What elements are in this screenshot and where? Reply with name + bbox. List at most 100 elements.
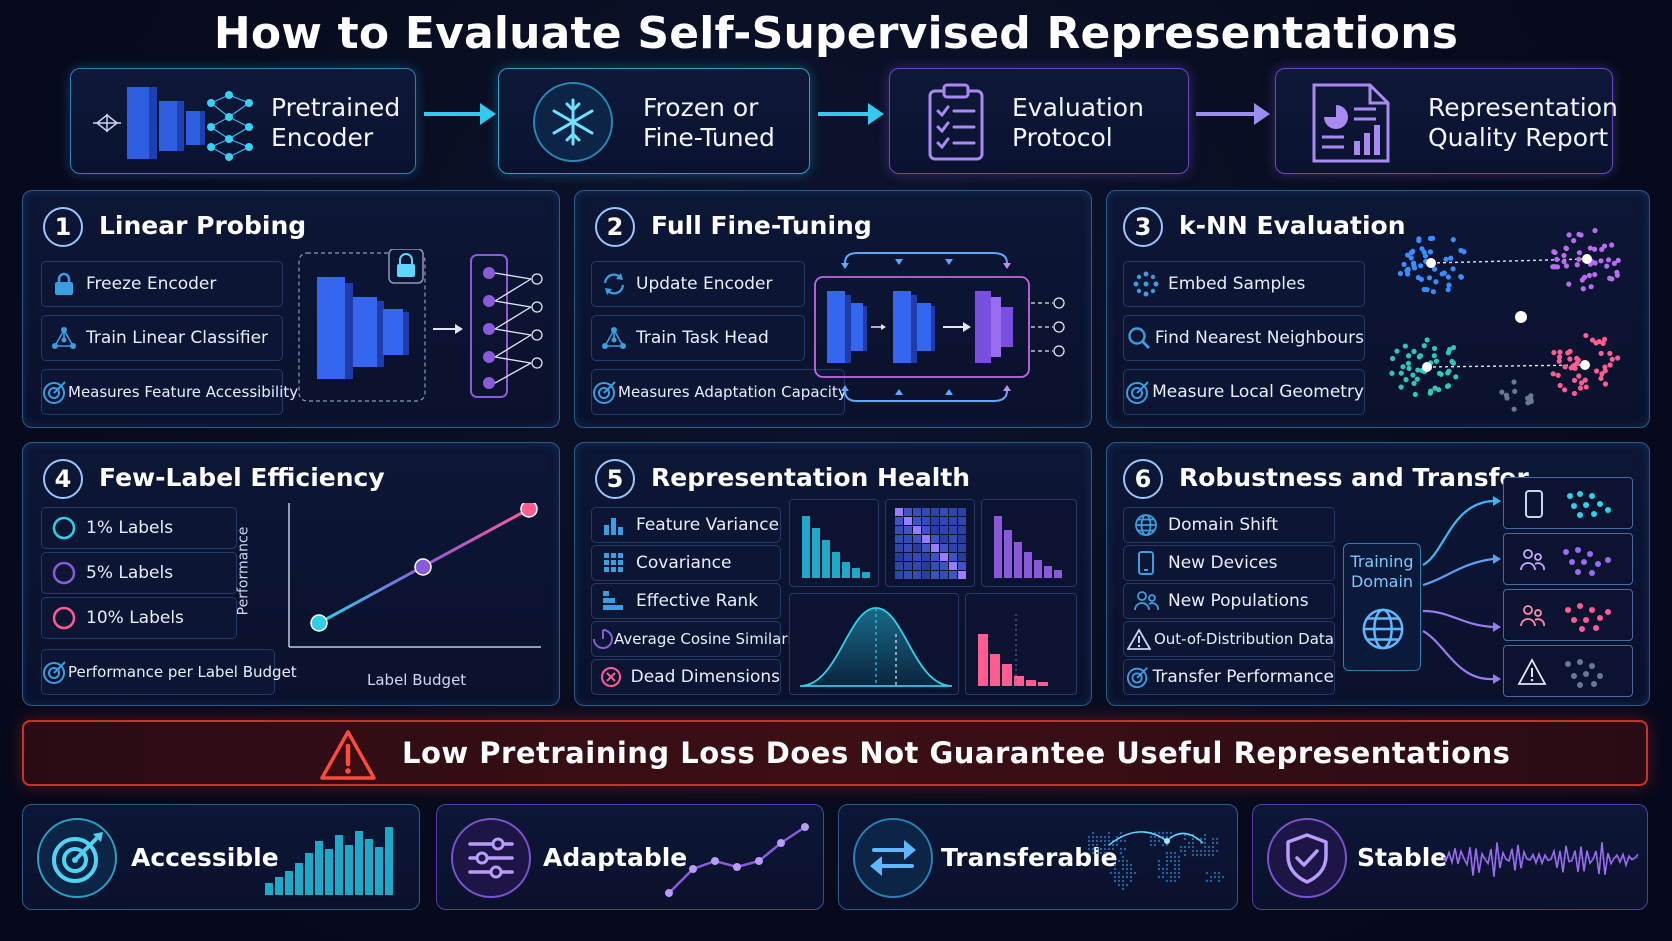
warning-text: Low Pretraining Loss Does Not Guarantee … [402, 736, 1511, 770]
target-icon [1126, 381, 1149, 404]
item-ood-data: Out-of-Distribution Data [1123, 621, 1335, 657]
dots-cluster-icon [1133, 271, 1159, 297]
target-icon [1127, 667, 1149, 689]
item-10pct-labels: 10% Labels [41, 597, 237, 639]
property-transferable: Transferable [838, 804, 1238, 910]
users-icon [1520, 605, 1545, 627]
ring-icon [52, 516, 76, 540]
dead-dimensions-tile [965, 593, 1077, 695]
grid-icon [604, 553, 623, 572]
item-domain-shift: Domain Shift [1123, 507, 1335, 543]
panel-title: Robustness and Transfer [1179, 463, 1529, 492]
rank-histogram-tile [981, 499, 1077, 587]
step-number: 1 [43, 207, 83, 247]
finetune-diagram [814, 252, 1065, 402]
step-number: 2 [595, 207, 635, 247]
item-feature-variance: Feature Variance [591, 507, 781, 543]
step-number: 4 [43, 459, 83, 499]
item-find-nearest-neighbours: Find Nearest Neighbours [1123, 315, 1365, 361]
cosine-bell-curve [799, 607, 953, 687]
variance-histogram-tile [789, 499, 879, 587]
panel-knn: 3 k-NN Evaluation Embed Samples Find Nea… [1106, 190, 1650, 428]
encoder-icon [93, 87, 253, 161]
item-dead-dimensions: Dead Dimensions [591, 659, 781, 695]
step-number: 3 [1123, 207, 1163, 247]
item-new-devices: New Devices [1123, 545, 1335, 581]
data-point-5pct [414, 558, 432, 576]
transfer-arrows [1422, 496, 1501, 684]
swap-arrows-icon [853, 818, 933, 898]
search-icon [1128, 327, 1151, 349]
panel-title: k-NN Evaluation [1179, 211, 1406, 240]
panel-robustness-transfer: 6 Robustness and Transfer Domain Shift N… [1106, 442, 1650, 706]
pipeline-arrow [424, 103, 496, 125]
stable-signal-wave [1443, 842, 1639, 877]
world-map-graphic [1087, 831, 1225, 891]
step-number: 5 [595, 459, 635, 499]
property-accessible: Accessible [22, 804, 420, 910]
cosine-distribution-tile [789, 593, 959, 695]
warning-banner: Low Pretraining Loss Does Not Guarantee … [22, 720, 1648, 786]
item-measures-feature-accessibility: Measures Feature Accessibility [41, 369, 298, 415]
item-1pct-labels: 1% Labels [41, 507, 237, 549]
item-covariance: Covariance [591, 545, 781, 581]
arc-gauge-icon [593, 629, 613, 649]
ring-icon [52, 561, 76, 585]
target-domain-ood [1503, 645, 1633, 697]
warning-triangle-icon [1517, 658, 1547, 685]
pipeline-arrow [1196, 103, 1270, 125]
users-icon [1134, 591, 1159, 611]
x-axis-label: Label Budget [367, 671, 467, 689]
linear-probe-diagram [298, 249, 543, 402]
pipeline-arrow [818, 103, 884, 125]
warning-triangle-icon [1126, 628, 1151, 650]
data-point-10pct [520, 503, 538, 518]
phone-icon [1525, 490, 1543, 518]
item-train-task-head: Train Task Head [591, 315, 805, 361]
label-budget-chart [288, 503, 541, 648]
covariance-heatmap [895, 508, 966, 579]
network-nodes-icon [52, 327, 76, 349]
item-measure-local-geometry: Measure Local Geometry [1123, 369, 1365, 415]
target-icon [43, 661, 66, 684]
item-train-linear-classifier: Train Linear Classifier [41, 315, 283, 361]
item-embed-samples: Embed Samples [1123, 261, 1365, 307]
dead-dimensions-histogram [978, 614, 1048, 686]
target-icon [593, 381, 616, 404]
report-chart-icon [1312, 83, 1390, 163]
item-update-encoder: Update Encoder [591, 261, 805, 307]
accessible-bar-chart [265, 827, 393, 895]
item-freeze-encoder: Freeze Encoder [41, 261, 283, 307]
panel-linear-probing: 1 Linear Probing Freeze Encoder Train Li… [22, 190, 560, 428]
snowflake-icon [533, 82, 613, 162]
users-icon [1520, 549, 1545, 571]
shield-check-icon [1267, 818, 1347, 898]
sliders-icon [451, 818, 531, 898]
page-title: How to Evaluate Self-Supervised Represen… [213, 8, 1459, 59]
close-circle-icon [601, 667, 622, 687]
rank-histogram [994, 516, 1062, 578]
panel-title: Few-Label Efficiency [99, 463, 385, 492]
property-adaptable: Adaptable [436, 804, 824, 910]
globe-icon [1362, 608, 1404, 650]
item-performance-per-label-budget: Performance per Label Budget [41, 649, 297, 695]
stair-bars-icon [603, 591, 623, 610]
variance-histogram [802, 516, 870, 578]
target-icon [43, 381, 66, 404]
data-point-1pct [310, 614, 328, 632]
warning-triangle-icon [320, 730, 376, 780]
item-transfer-performance: Transfer Performance [1123, 659, 1335, 695]
target-domain-populations-b [1503, 589, 1633, 641]
item-effective-rank: Effective Rank [591, 583, 781, 619]
property-stable: Stable [1252, 804, 1648, 910]
ring-icon [52, 606, 76, 630]
network-nodes-icon [602, 327, 626, 349]
y-axis-label: Performance [235, 526, 252, 616]
globe-icon [1135, 514, 1157, 536]
panel-representation-health: 5 Representation Health Feature Variance… [574, 442, 1092, 706]
